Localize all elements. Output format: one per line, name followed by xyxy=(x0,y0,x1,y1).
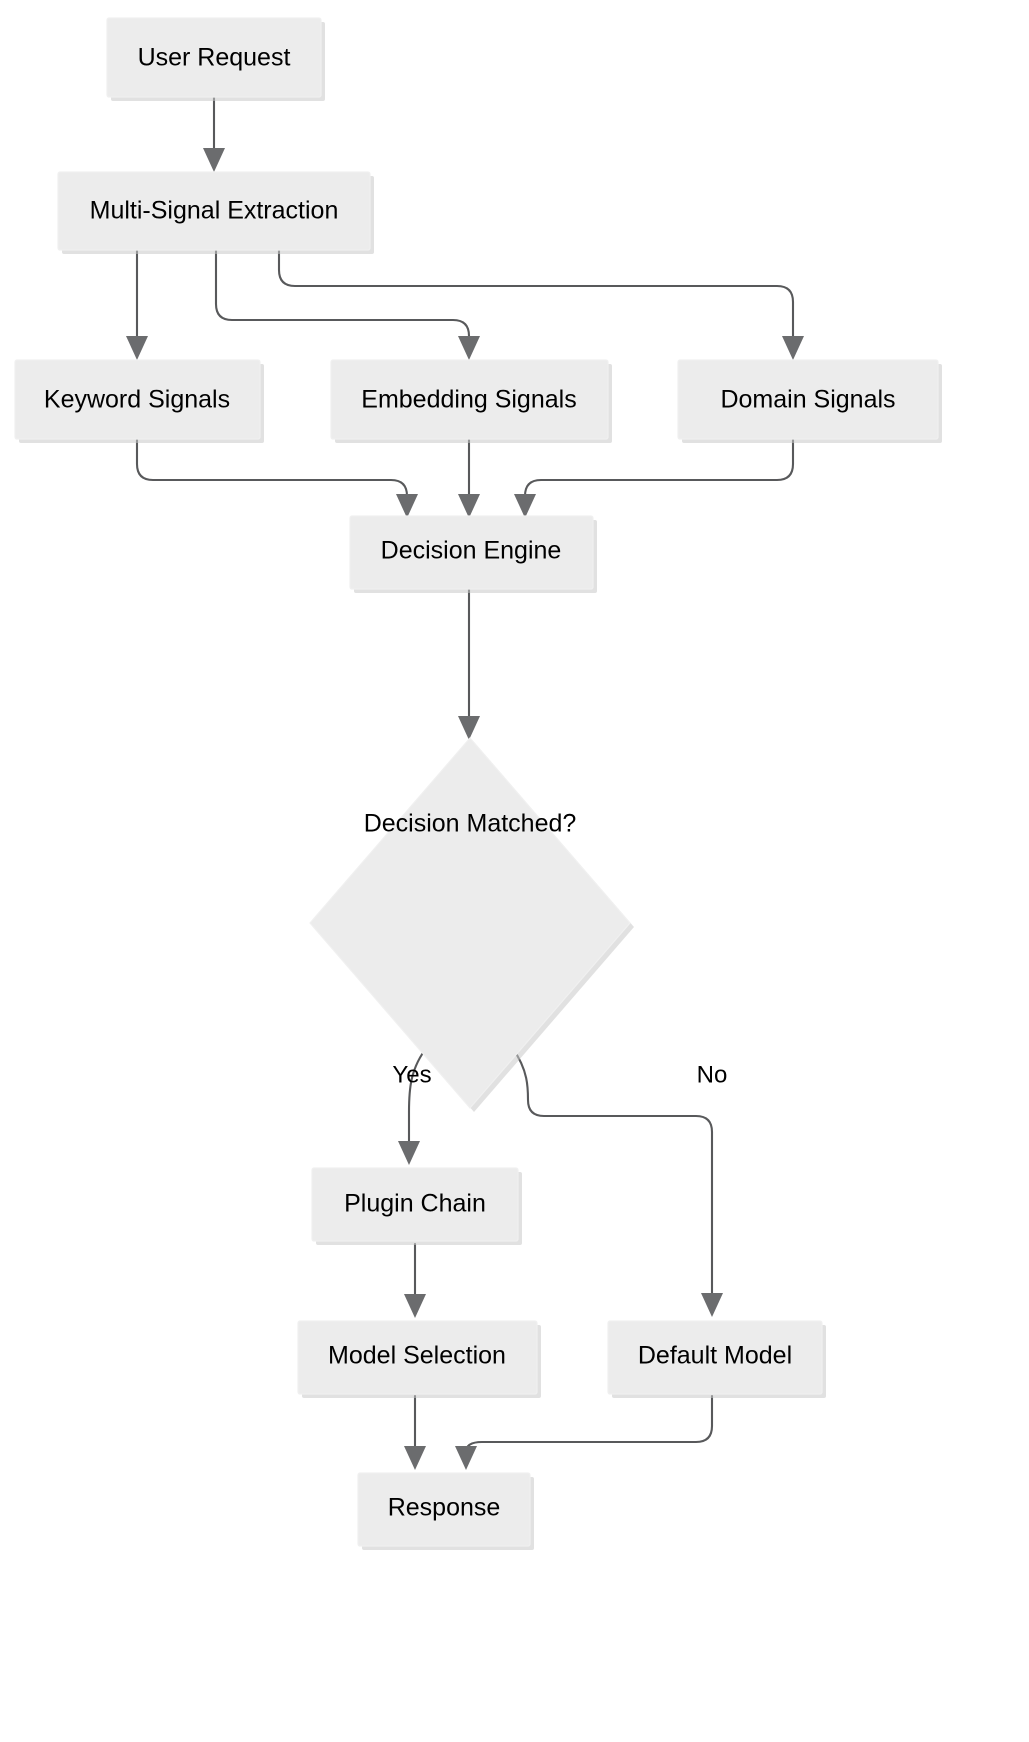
edge-multi-signal-to-keyword-signals xyxy=(126,248,148,360)
edge-multi-signal-to-embedding-signals xyxy=(214,248,480,360)
node-plugin-chain[interactable]: Plugin Chain xyxy=(311,1167,522,1245)
node-embedding-signals[interactable]: Embedding Signals xyxy=(330,359,612,443)
node-decision-engine[interactable]: Decision Engine xyxy=(349,515,597,593)
node-response[interactable]: Response xyxy=(357,1472,534,1550)
node-multi-signal-extraction[interactable]: Multi-Signal Extraction xyxy=(57,171,374,254)
node-domain-signals[interactable]: Domain Signals xyxy=(677,359,942,443)
edge-keyword-signals-to-decision-engine xyxy=(135,438,418,518)
node-user-request[interactable]: User Request xyxy=(106,17,325,101)
node-default-model[interactable]: Default Model xyxy=(607,1320,826,1398)
edge-embedding-signals-to-decision-engine xyxy=(458,438,480,518)
edge-decision-engine-to-decision-matched xyxy=(458,584,480,740)
edge-label-no: No xyxy=(697,1061,728,1088)
node-keyword-signals[interactable]: Keyword Signals xyxy=(14,359,264,443)
edge-user-request-to-multi-signal xyxy=(203,95,225,172)
edge-decision-matched-to-plugin-chain: Yes xyxy=(392,1044,432,1165)
edge-decision-matched-to-default-model: No xyxy=(511,1047,728,1317)
edge-multi-signal-to-domain-signals xyxy=(277,248,804,360)
edge-layer: Yes No xyxy=(126,95,804,1470)
edge-plugin-chain-to-model-selection xyxy=(404,1242,426,1318)
node-model-selection[interactable]: Model Selection xyxy=(297,1320,541,1398)
node-layer: User Request Multi-Signal Extraction Key… xyxy=(14,17,942,1550)
edge-domain-signals-to-decision-engine xyxy=(514,438,795,518)
node-decision-matched[interactable]: Decision Matched? xyxy=(309,737,634,1112)
edge-default-model-to-response xyxy=(455,1394,714,1470)
edge-model-selection-to-response xyxy=(404,1394,426,1470)
edge-label-yes: Yes xyxy=(392,1061,431,1088)
